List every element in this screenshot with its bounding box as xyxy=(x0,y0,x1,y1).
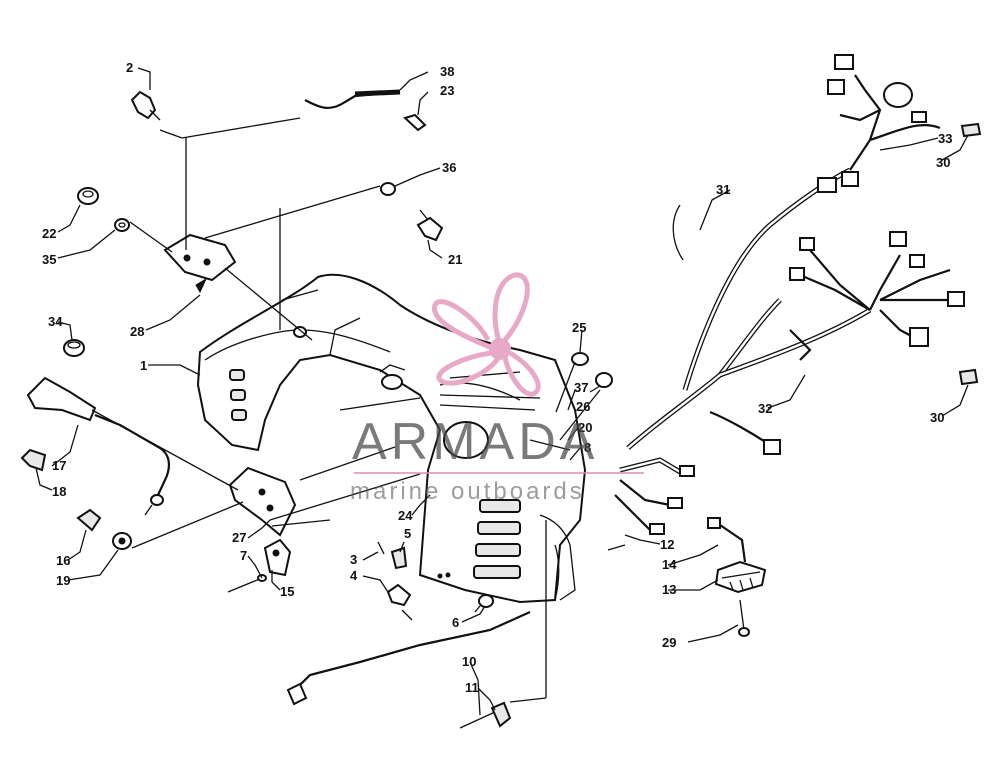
callout-23: 23 xyxy=(440,83,454,98)
leader-lines xyxy=(35,67,969,716)
callout-38: 38 xyxy=(440,64,454,79)
callout-27: 27 xyxy=(232,530,246,545)
callout-28: 28 xyxy=(130,324,144,339)
bracket-part-28 xyxy=(163,233,237,294)
callout-37: 37 xyxy=(574,380,588,395)
callout-36: 36 xyxy=(442,160,456,175)
callout-20: 20 xyxy=(578,420,592,435)
wire-part-10 xyxy=(286,610,531,706)
choke-cable-part-17 xyxy=(26,376,170,516)
callout-35: 35 xyxy=(42,252,56,267)
screw-part-6 xyxy=(474,594,494,613)
terminal-part-30-top xyxy=(960,122,982,138)
nut-part-34 xyxy=(63,339,85,357)
callout-34: 34 xyxy=(48,314,63,329)
knob-part-18 xyxy=(20,448,47,472)
bolt-part-29 xyxy=(738,599,750,637)
callout-25: 25 xyxy=(572,320,586,335)
callout-11: 11 xyxy=(465,680,479,695)
callout-26: 26 xyxy=(576,399,590,414)
callout-18: 18 xyxy=(52,484,66,499)
nut-part-26 xyxy=(595,372,613,388)
switch-part-19 xyxy=(112,532,132,550)
callout-16: 16 xyxy=(56,553,70,568)
clip-part-3 xyxy=(377,541,385,555)
washer-part-35 xyxy=(114,218,130,232)
terminal-part-30-right xyxy=(958,368,979,386)
clip-part-23 xyxy=(403,113,427,132)
callout-8: 8 xyxy=(584,440,591,455)
callout-24: 24 xyxy=(398,508,413,523)
callout-6: 6 xyxy=(452,615,459,630)
callout-5: 5 xyxy=(404,526,411,541)
plug-part-16 xyxy=(76,508,102,532)
callout-10: 10 xyxy=(462,654,476,669)
callout-22: 22 xyxy=(42,226,56,241)
callout-17: 17 xyxy=(52,458,66,473)
callout-29: 29 xyxy=(662,635,676,650)
regulator-part-13 xyxy=(714,560,767,594)
callout-4: 4 xyxy=(350,568,358,583)
clip-part-5 xyxy=(390,546,408,570)
callout-2: 2 xyxy=(126,60,133,75)
callout-7: 7 xyxy=(240,548,247,563)
callout-33: 33 xyxy=(938,131,952,146)
grommet-part-25 xyxy=(571,352,589,366)
pin-part-7 xyxy=(227,574,267,593)
callout-12: 12 xyxy=(660,537,674,552)
clip-part-15 xyxy=(263,538,292,577)
callout-1: 1 xyxy=(140,358,147,373)
callout-15: 15 xyxy=(280,584,294,599)
switch-part-2 xyxy=(130,90,161,121)
callout-30-right: 30 xyxy=(930,410,944,425)
cable-part-38 xyxy=(304,89,401,109)
callout-13: 13 xyxy=(662,582,676,597)
callout-30-top: 30 xyxy=(936,155,950,170)
callout-3: 3 xyxy=(350,552,357,567)
washer-part-36 xyxy=(380,182,396,196)
callout-31: 31 xyxy=(716,182,730,197)
connector-part-11 xyxy=(459,701,512,729)
switch-part-21 xyxy=(416,209,444,242)
nut-part-22 xyxy=(77,187,99,205)
main-wiring-harness xyxy=(614,54,965,535)
clip-part-31 xyxy=(672,204,684,261)
callout-32: 32 xyxy=(758,401,772,416)
callout-14: 14 xyxy=(662,557,677,572)
callout-21: 21 xyxy=(448,252,462,267)
callout-labels: 2 38 23 36 21 22 35 28 1 34 17 18 16 19 … xyxy=(42,60,952,695)
explosion-lines xyxy=(91,117,626,703)
wire-part-14 xyxy=(707,517,747,563)
bracket-part-4 xyxy=(386,583,412,607)
callout-19: 19 xyxy=(56,573,70,588)
